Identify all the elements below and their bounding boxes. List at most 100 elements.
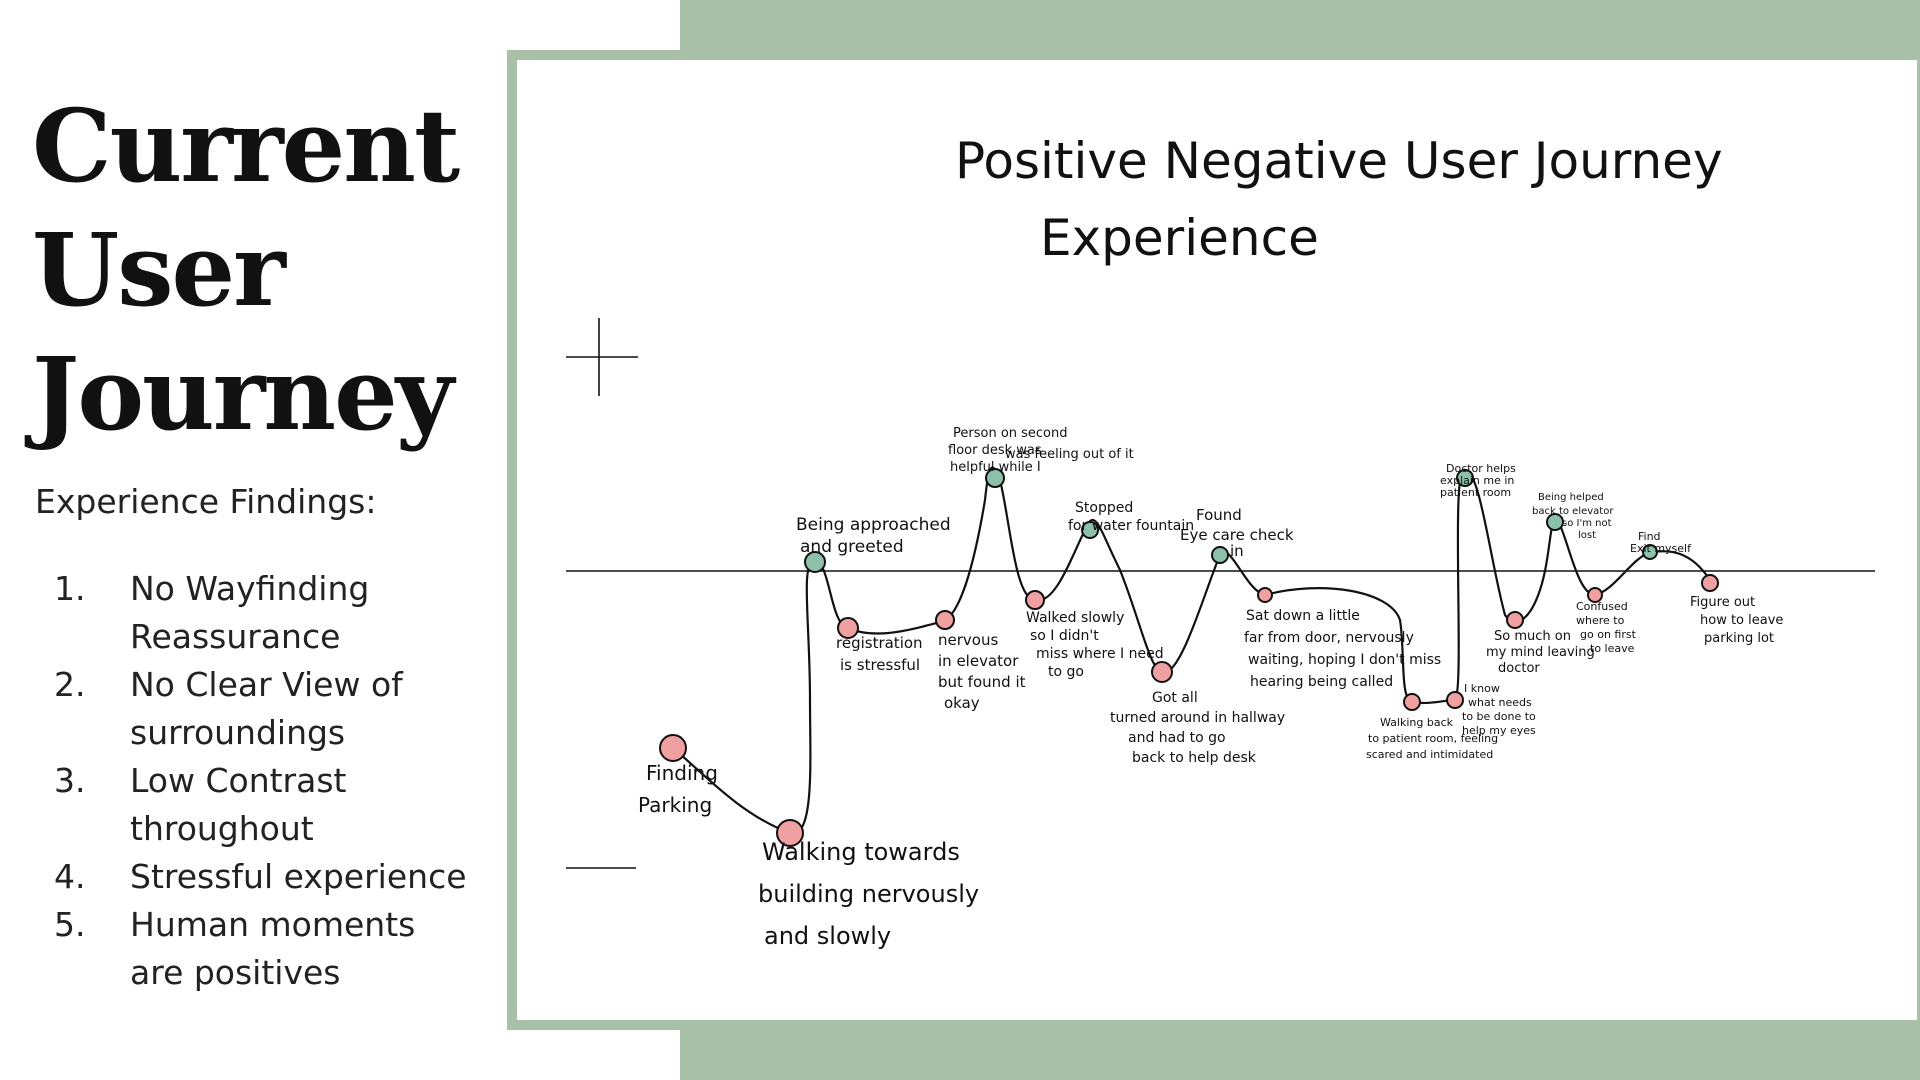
title-line-2: User [32, 211, 286, 329]
positive-point [1456, 469, 1474, 487]
note-turned-around: Got all turned around in hallway and had… [1110, 690, 1285, 766]
note-being-helped: Being helped back to elevator so I'm not… [1532, 492, 1614, 541]
note-confused: Confused where to go on first to leave [1576, 600, 1637, 655]
note-registration: registration is stressful [836, 634, 923, 674]
note-line: patient room [1440, 486, 1511, 499]
negative-point [837, 617, 859, 639]
note-line: how to leave [1700, 613, 1783, 628]
note-line: to go [1048, 664, 1084, 680]
note-elevator: nervous in elevator but found it okay [938, 631, 1026, 712]
finding-line: surroundings [130, 713, 346, 752]
positive-point [1642, 544, 1658, 560]
finding-text: No Clear View of surroundings [130, 661, 500, 757]
finding-item: 5. Human moments are positives [40, 901, 500, 997]
title-line-3: Journey [32, 335, 454, 453]
negative-point [1151, 661, 1173, 683]
negative-point [1587, 587, 1603, 603]
note-line: far from door, nervously [1244, 630, 1414, 646]
note-line: Find [1638, 530, 1661, 543]
finding-line: No Wayfinding [130, 569, 370, 608]
finding-number: 4. [54, 857, 86, 896]
note-line: floor desk was [948, 443, 1042, 458]
positive-point [804, 551, 826, 573]
finding-line: Reassurance [130, 617, 341, 656]
finding-text: No Wayfinding Reassurance [130, 565, 500, 661]
note-line: Sat down a little [1246, 608, 1360, 624]
note-line: So much on [1494, 629, 1571, 644]
note-water-fountain: Stopped for water fountain [1068, 500, 1194, 534]
negative-point [1257, 587, 1273, 603]
note-line: help my eyes [1462, 724, 1536, 737]
negative-point [935, 610, 955, 630]
note-line: Exit myself [1630, 542, 1692, 555]
finding-item: 1. No Wayfinding Reassurance [40, 565, 500, 661]
findings-list: 1. No Wayfinding Reassurance 2. No Clear… [40, 565, 500, 997]
journey-curve [672, 466, 1711, 835]
note-walked-slowly: Walked slowly so I didn't miss where I n… [1026, 610, 1164, 680]
negative-point [1446, 691, 1464, 709]
note-line: and had to go [1128, 730, 1226, 746]
note-walking-towards: Walking towards building nervously and s… [758, 838, 979, 950]
finding-line: Human moments [130, 905, 416, 944]
note-line: and slowly [764, 922, 891, 950]
title-line-1: Current [32, 87, 460, 205]
note-line: Found [1196, 506, 1242, 524]
note-line: in elevator [938, 652, 1019, 670]
sketch-frame [507, 50, 1920, 1030]
note-line: Being helped [1538, 492, 1604, 503]
sketch-title-line-2: Experience [1040, 209, 1319, 267]
note-line: waiting, hoping I don't miss [1248, 652, 1441, 668]
note-line: my mind leaving [1486, 645, 1595, 660]
finding-number: 5. [54, 905, 86, 944]
note-line: miss where I need [1036, 646, 1164, 662]
note-line: to leave [1590, 642, 1635, 655]
note-doctor-helps: Doctor helps explain me in patient room [1440, 462, 1516, 499]
note-person-second-floor: Person on second floor desk was helpful … [948, 426, 1134, 475]
note-line: to be done to [1462, 710, 1536, 723]
note-figure-out: Figure out how to leave parking lot [1690, 595, 1783, 646]
finding-line: are positives [130, 953, 341, 992]
note-i-know: I know what needs to be done to help my … [1462, 682, 1536, 737]
finding-number: 2. [54, 665, 86, 704]
finding-line: No Clear View of [130, 665, 403, 704]
note-line: Confused [1576, 600, 1628, 613]
negative-point [1025, 590, 1045, 610]
note-being-approached: Being approached and greeted [796, 515, 951, 557]
note-line: where to [1576, 614, 1625, 627]
note-line: Walking towards [762, 838, 960, 866]
note-line: Figure out [1690, 595, 1755, 610]
note-walking-back: Walking back to patient room, feeling sc… [1366, 716, 1498, 761]
note-line: I know [1464, 682, 1500, 695]
note-line: so I didn't [1030, 628, 1099, 644]
note-line: go on first [1580, 628, 1637, 641]
positive-point [985, 468, 1005, 488]
note-so-much-on-mind: So much on my mind leaving doctor [1486, 629, 1595, 676]
note-line: in [1230, 542, 1244, 560]
note-line: back to elevator [1532, 506, 1614, 517]
note-line: Parking [638, 793, 712, 817]
findings-heading: Experience Findings: [35, 482, 377, 521]
finding-line: throughout [130, 809, 314, 848]
note-line: so I'm not [1562, 518, 1612, 529]
negative-point [1403, 693, 1421, 711]
note-line: lost [1578, 530, 1596, 541]
note-line: Doctor helps [1446, 462, 1516, 475]
finding-item: 2. No Clear View of surroundings [40, 661, 500, 757]
negative-point [776, 819, 804, 847]
note-line: scared and intimidated [1366, 748, 1493, 761]
negative-point [1506, 611, 1524, 629]
finding-line: Low Contrast [130, 761, 347, 800]
negative-point [1701, 574, 1719, 592]
finding-item: 4. Stressful experience [40, 853, 500, 901]
note-line: registration [836, 634, 923, 652]
page-title: Current User Journey [32, 84, 492, 456]
positive-point [1211, 546, 1229, 564]
note-line: Got all [1152, 690, 1198, 706]
note-line: but found it [938, 673, 1026, 691]
note-line: building nervously [758, 880, 979, 908]
finding-line: Stressful experience [130, 857, 467, 896]
note-line: hearing being called [1250, 674, 1393, 690]
note-line: Being approached [796, 515, 951, 535]
note-line: to patient room, feeling [1368, 732, 1498, 745]
note-line: Walking back [1380, 716, 1454, 729]
